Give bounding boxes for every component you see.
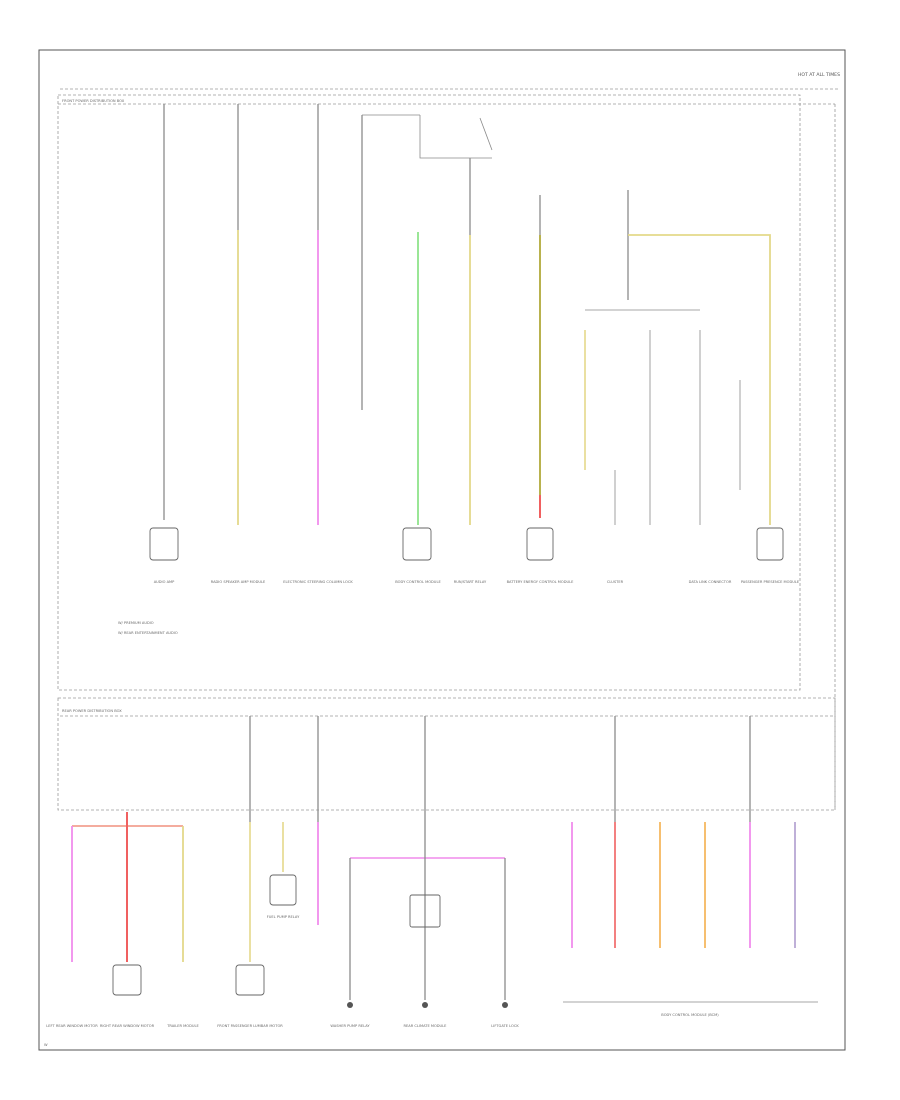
relay-switch [479, 117, 493, 151]
footer-code: W [44, 1043, 48, 1047]
connector-right-window [112, 964, 142, 996]
label-audio-amp: AUDIO AMP [154, 580, 175, 584]
label-fuel: FUEL PUMP RELAY [267, 915, 300, 919]
label-trailer: TRAILER MODULE [166, 1024, 199, 1028]
label-run-start: RUN/START RELAY [454, 580, 487, 584]
ground-climate [422, 1002, 428, 1008]
label-left-window: LEFT REAR WINDOW MOTOR [46, 1024, 98, 1028]
label-lumbar: FRONT PASSENGER LUMBAR MOTOR [217, 1024, 283, 1028]
label-right-window: RIGHT REAR WINDOW MOTOR [100, 1024, 155, 1028]
upper-box-title: FRONT POWER DISTRIBUTION BOX [62, 99, 125, 103]
label-bcm: BODY CONTROL MODULE [395, 580, 441, 584]
connector-bcm [402, 527, 432, 561]
header-label: HOT AT ALL TIMES [798, 72, 840, 78]
ground-washer-b [502, 1002, 508, 1008]
label-washer: WASHER PUMP RELAY [330, 1024, 370, 1028]
diagram-frame [38, 49, 846, 1051]
connector-trailer [235, 964, 265, 996]
label-cluster: CLUSTER [607, 580, 624, 584]
relay-coil [419, 115, 492, 159]
connector-battery [526, 527, 554, 561]
label-passenger: PASSENGER PRESENCE MODULE [741, 580, 800, 584]
legend-item-1: W/ PREMIUM AUDIO [118, 621, 154, 625]
legend-item-2: W/ REAR ENTERTAINMENT AUDIO [118, 631, 178, 635]
ground-washer-a [347, 1002, 353, 1008]
label-dlc: DATA LINK CONNECTOR [689, 580, 732, 584]
upper-box-outline [57, 94, 801, 691]
connector-fuel [269, 874, 297, 906]
label-radio: RADIO SPEAKER AMP MODULE [211, 580, 266, 584]
wire-yellow-passenger [628, 234, 771, 525]
label-battery: BATTERY ENERGY CONTROL MODULE [507, 580, 575, 584]
lower-box-title: REAR POWER DISTRIBUTION BOX [62, 709, 122, 713]
box-rear-climate [409, 894, 441, 928]
connector-passenger [756, 527, 784, 561]
label-bcm-lower: BODY CONTROL MODULE (BCM) [661, 1013, 719, 1017]
connector-audio-amp [149, 527, 179, 561]
label-rear-climate: REAR CLIMATE MODULE [404, 1024, 448, 1028]
label-steering: ELECTRONIC STEERING COLUMN LOCK [283, 580, 353, 584]
label-liftgate: LIFTGATE LOCK [491, 1024, 519, 1028]
lower-box-outline [57, 697, 836, 811]
